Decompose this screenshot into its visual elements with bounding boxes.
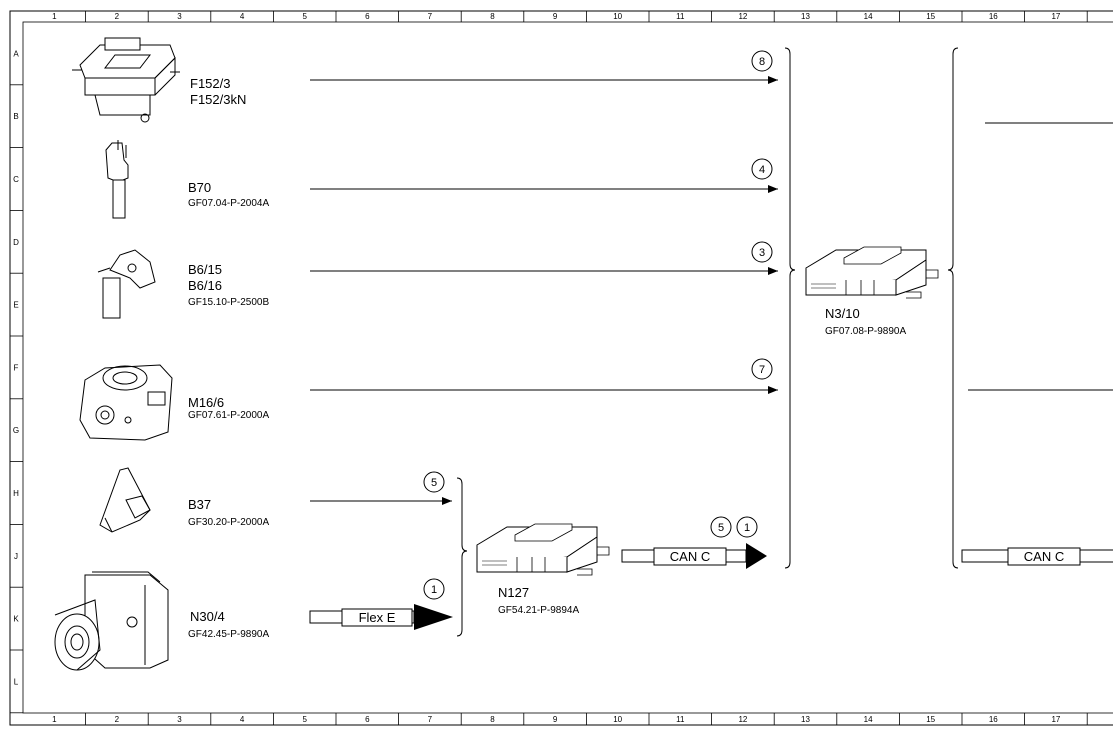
can-c-label: CAN C xyxy=(670,549,710,564)
component-code-b70: GF07.04-P-2004A xyxy=(188,198,269,209)
component-label-b37: B37 xyxy=(188,497,211,512)
svg-text:1: 1 xyxy=(431,584,437,596)
component-label-m16-6: M16/6 xyxy=(188,395,224,410)
component-label-b6-16: B6/16 xyxy=(188,278,222,293)
svg-text:7: 7 xyxy=(759,364,765,376)
row-letter: B xyxy=(13,112,18,121)
row-letter: D xyxy=(13,238,19,247)
row-letter: K xyxy=(13,615,19,624)
column-number: 11 xyxy=(676,12,685,21)
flex-e-bus-arrow: Flex E xyxy=(309,604,453,630)
n127-control-unit-icon xyxy=(476,523,610,576)
camshaft-sensor-icon xyxy=(97,249,156,319)
svg-text:5: 5 xyxy=(431,477,437,489)
column-number: 14 xyxy=(864,12,873,21)
column-number: 15 xyxy=(926,12,935,21)
column-number: 1 xyxy=(52,12,57,21)
column-number: 13 xyxy=(801,715,810,724)
column-number: 2 xyxy=(115,715,120,724)
row-letter: A xyxy=(13,49,19,58)
signal-marker-1: 1 xyxy=(423,578,445,600)
column-number: 12 xyxy=(738,12,747,21)
column-number: 4 xyxy=(240,12,245,21)
brace-n3-10-inputs xyxy=(784,47,796,569)
can-c-marker-1: 1 xyxy=(736,516,758,538)
column-number: 12 xyxy=(738,715,747,724)
n127-code: GF54.21-P-9894A xyxy=(498,605,579,616)
column-number: 8 xyxy=(490,12,495,21)
column-number: 6 xyxy=(365,715,370,724)
column-number: 17 xyxy=(1051,12,1060,21)
column-number: 16 xyxy=(989,12,998,21)
column-number: 2 xyxy=(115,12,120,21)
column-number: 10 xyxy=(613,12,622,21)
column-number: 13 xyxy=(801,12,810,21)
column-number: 7 xyxy=(428,12,433,21)
row-letter: C xyxy=(13,175,19,184)
column-number: 9 xyxy=(553,715,558,724)
component-label-f152-2: F152/3kN xyxy=(190,92,246,107)
column-number: 17 xyxy=(1051,715,1060,724)
signal-marker-8: 8 xyxy=(751,50,773,72)
column-number: 4 xyxy=(240,715,245,724)
component-label-n30-4: N30/4 xyxy=(190,609,225,624)
row-letter: G xyxy=(13,426,19,435)
n3-10-control-unit-icon xyxy=(805,246,939,299)
crankshaft-sensor-icon xyxy=(105,140,129,219)
signal-marker-5: 5 xyxy=(423,471,445,493)
n127-label: N127 xyxy=(498,585,529,600)
throttle-actuator-icon xyxy=(79,364,173,441)
column-ruler: 1122334455667788991010111112121313141415… xyxy=(52,11,1088,725)
component-code-b6: GF15.10-P-2500B xyxy=(188,297,269,308)
n3-10-code: GF07.08-P-9890A xyxy=(825,326,906,337)
column-number: 14 xyxy=(864,715,873,724)
svg-text:5: 5 xyxy=(718,522,724,534)
svg-text:4: 4 xyxy=(759,164,765,176)
signal-marker-4: 4 xyxy=(751,158,773,180)
component-code-n30-4: GF42.45-P-9890A xyxy=(188,629,269,640)
component-label-f152-1: F152/3 xyxy=(190,76,230,91)
svg-text:8: 8 xyxy=(759,56,765,68)
signal-marker-3: 3 xyxy=(751,241,773,263)
can-c-right-label: CAN C xyxy=(1024,549,1064,564)
column-number: 11 xyxy=(676,715,685,724)
row-letter: E xyxy=(13,301,18,310)
component-code-m16-6: GF07.61-P-2000A xyxy=(188,410,269,421)
flex-e-label: Flex E xyxy=(359,610,396,625)
svg-text:3: 3 xyxy=(759,247,765,259)
row-ruler: A B C D E F G H J K L xyxy=(10,49,23,714)
sensor-block-icon xyxy=(72,37,180,123)
column-number: 3 xyxy=(177,715,182,724)
component-label-b70: B70 xyxy=(188,180,211,195)
component-code-b37: GF30.20-P-2000A xyxy=(188,517,269,528)
row-letter: L xyxy=(14,677,19,686)
row-letter: F xyxy=(14,363,19,372)
can-c-bus-right: CAN C xyxy=(961,547,1113,566)
can-c-bus-arrow: CAN C xyxy=(621,543,767,569)
column-number: 5 xyxy=(302,12,307,21)
column-number: 5 xyxy=(302,715,307,724)
accelerator-pedal-sensor-icon xyxy=(99,467,151,533)
brace-n3-10-outputs xyxy=(947,47,959,569)
column-number: 8 xyxy=(490,715,495,724)
svg-text:1: 1 xyxy=(744,522,750,534)
column-number: 6 xyxy=(365,12,370,21)
brace-n127-inputs xyxy=(456,477,468,637)
row-letter: H xyxy=(13,489,19,498)
column-number: 16 xyxy=(989,715,998,724)
n3-10-label: N3/10 xyxy=(825,306,860,321)
component-label-b6-15: B6/15 xyxy=(188,262,222,277)
column-number: 1 xyxy=(52,715,57,724)
signal-marker-7: 7 xyxy=(751,358,773,380)
column-number: 9 xyxy=(553,12,558,21)
can-c-marker-5: 5 xyxy=(710,516,732,538)
column-number: 10 xyxy=(613,715,622,724)
row-letter: J xyxy=(14,552,18,561)
column-number: 15 xyxy=(926,715,935,724)
column-number: 3 xyxy=(177,12,182,21)
column-number: 7 xyxy=(428,715,433,724)
esp-control-unit-icon xyxy=(54,571,169,671)
